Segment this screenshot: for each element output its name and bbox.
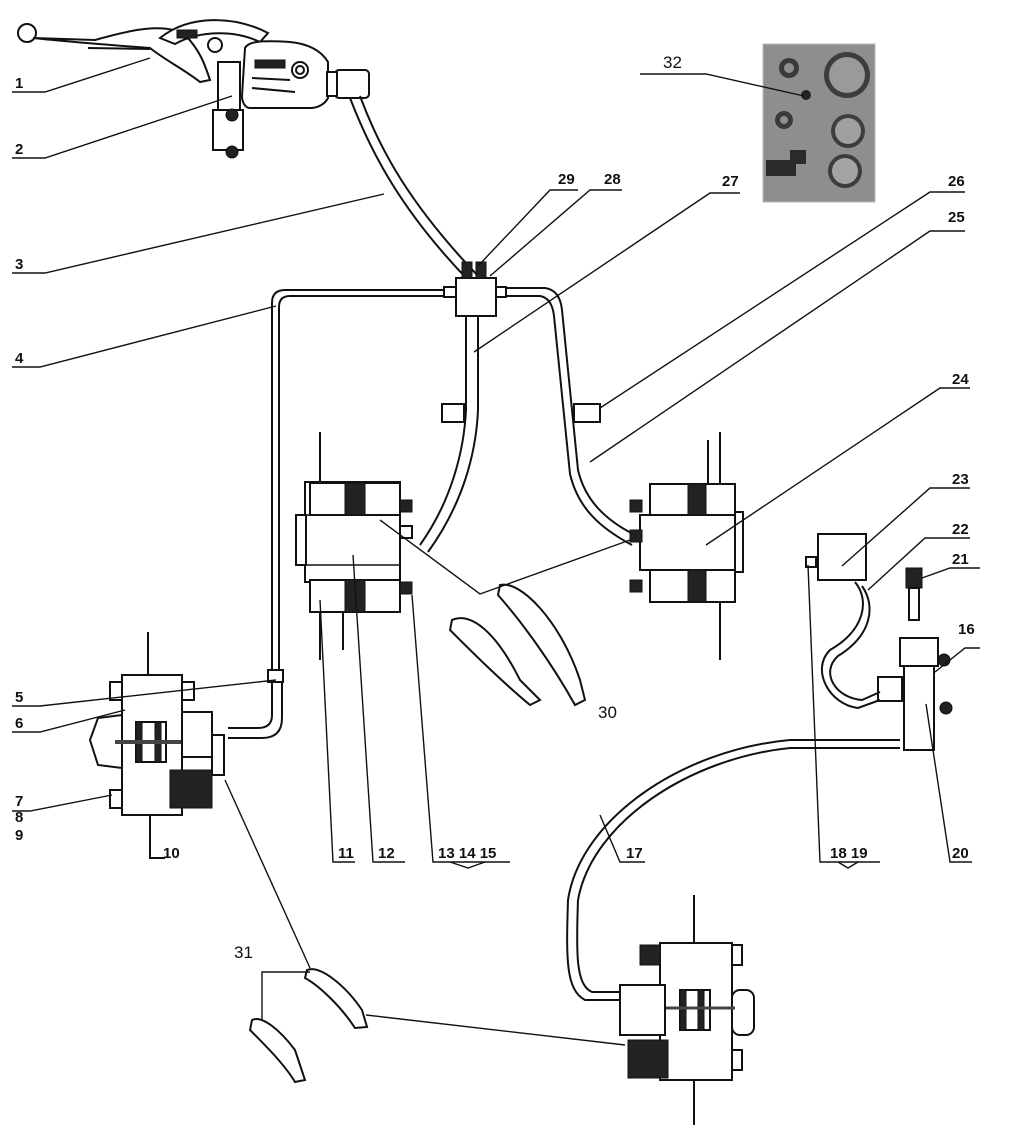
- callout-32: 32: [663, 53, 682, 72]
- callout-23: 23: [952, 471, 969, 488]
- callout-29: 29: [558, 171, 575, 188]
- callout-20: 20: [952, 845, 969, 862]
- callout-6: 6: [15, 715, 23, 732]
- main-brake-hose: [349, 95, 481, 283]
- rear-brake-hose: [566, 739, 900, 1001]
- callout-22: 22: [952, 521, 969, 538]
- rear-brake-pads: [248, 968, 369, 1084]
- callout-1: 1: [15, 75, 23, 92]
- callout-26: 26: [948, 173, 965, 190]
- rear-master-cylinder: [805, 533, 953, 751]
- callout-3: 3: [15, 256, 23, 273]
- callout-16: 16: [958, 621, 975, 638]
- callout-24: 24: [952, 371, 969, 388]
- callout-9: 9: [15, 827, 23, 844]
- callout-13-14-15: 13 14 15: [438, 845, 496, 862]
- callout-18-19: 18 19: [830, 845, 868, 862]
- center-brake-hose: [419, 316, 479, 553]
- brake-lever-assembly: [17, 19, 370, 159]
- callout-11: 11: [338, 845, 354, 862]
- callout-25: 25: [948, 209, 965, 226]
- callout-12: 12: [378, 845, 395, 862]
- right-brake-hose: [506, 287, 636, 546]
- callout-21: 21: [952, 551, 969, 568]
- leader-lines: [12, 57, 980, 1046]
- callout-7: 7: [15, 793, 23, 810]
- center-caliper: [295, 432, 413, 660]
- three-way-junction: [443, 261, 507, 317]
- left-brake-pipe: [228, 289, 444, 739]
- callout-30: 30: [598, 703, 617, 722]
- callout-5: 5: [15, 689, 23, 706]
- front-brake-pads: [448, 583, 587, 707]
- callout-labels: 1 2 3 4 5 6 7 8 9 10 11 12 13 14 15 16 1…: [15, 53, 975, 962]
- left-caliper: [88, 632, 225, 859]
- right-caliper: [629, 432, 744, 660]
- callout-31: 31: [234, 943, 253, 962]
- callout-8: 8: [15, 809, 23, 826]
- callout-2: 2: [15, 141, 23, 158]
- callout-10: 10: [163, 845, 180, 862]
- seal-kit-photo: [762, 43, 876, 203]
- callout-17: 17: [626, 845, 643, 862]
- callout-4: 4: [15, 350, 24, 367]
- callout-28: 28: [604, 171, 621, 188]
- callout-27: 27: [722, 173, 739, 190]
- rear-caliper: [619, 895, 755, 1125]
